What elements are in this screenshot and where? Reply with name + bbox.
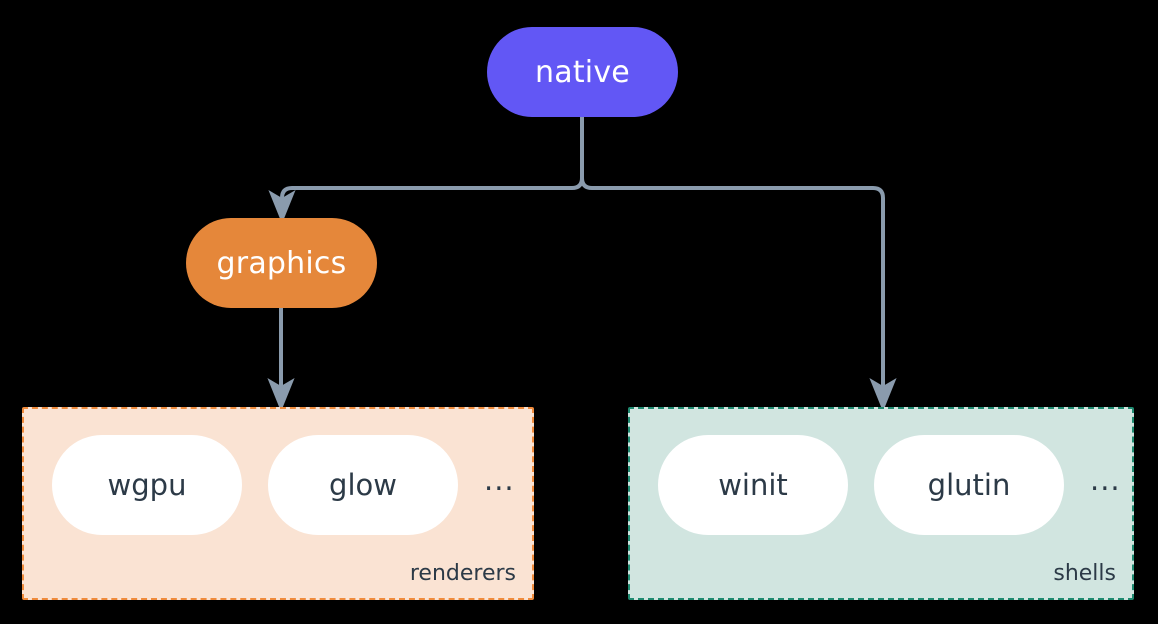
chip-winit[interactable]: winit bbox=[658, 435, 848, 535]
node-graphics[interactable]: graphics bbox=[186, 218, 377, 308]
node-native-label: native bbox=[535, 54, 630, 90]
chip-winit-label: winit bbox=[718, 468, 788, 502]
shells-overflow-ellipsis: ... bbox=[1090, 462, 1121, 497]
node-native[interactable]: native bbox=[487, 27, 678, 117]
connector-native-to-graphics bbox=[268, 117, 584, 224]
group-shells: winit glutin ... shells bbox=[628, 407, 1134, 600]
group-shells-label: shells bbox=[1053, 561, 1116, 586]
group-shells-items: winit glutin ... bbox=[630, 435, 1132, 535]
chip-wgpu[interactable]: wgpu bbox=[52, 435, 242, 535]
chip-glutin-label: glutin bbox=[927, 468, 1011, 502]
group-renderers-items: wgpu glow ... bbox=[24, 435, 532, 535]
chip-glow-label: glow bbox=[329, 468, 397, 502]
chip-glutin[interactable]: glutin bbox=[874, 435, 1064, 535]
node-graphics-label: graphics bbox=[216, 245, 347, 281]
chip-wgpu-label: wgpu bbox=[107, 468, 187, 502]
connector-native-to-shells bbox=[580, 117, 897, 412]
group-renderers-label: renderers bbox=[409, 561, 516, 586]
chip-glow[interactable]: glow bbox=[268, 435, 458, 535]
renderers-overflow-ellipsis: ... bbox=[484, 462, 515, 497]
group-renderers: wgpu glow ... renderers bbox=[22, 407, 534, 600]
